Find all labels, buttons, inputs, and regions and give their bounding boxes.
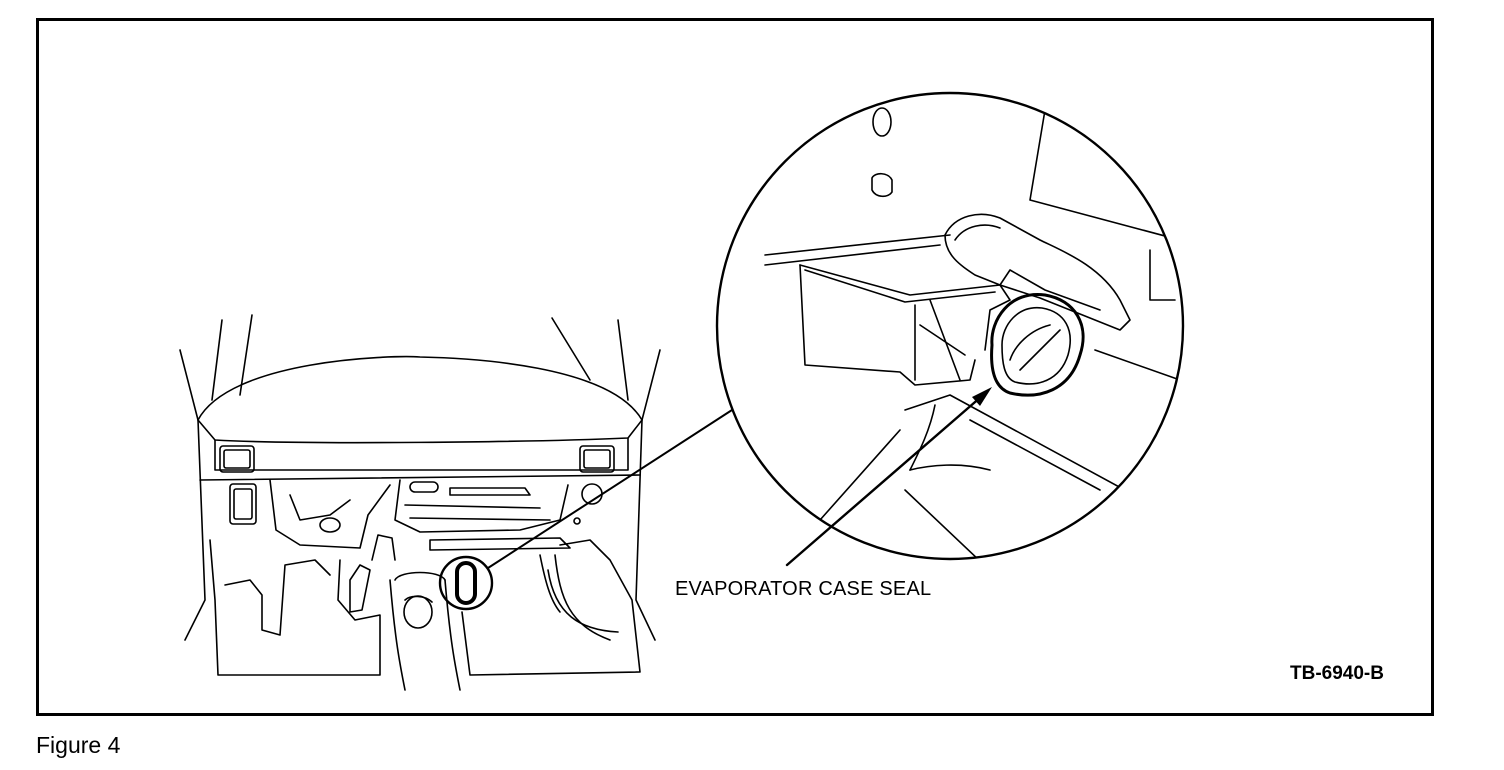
arrow-head-icon — [972, 387, 992, 406]
callout-arrow-line — [785, 394, 984, 567]
detail-view — [715, 91, 1185, 561]
figure-code: TB-6940-B — [1290, 663, 1384, 684]
dashboard-overview — [179, 314, 661, 691]
right-vent — [579, 445, 615, 473]
figure-caption: Figure 4 — [36, 732, 121, 758]
left-vent — [219, 445, 255, 473]
detail-leader-line — [487, 409, 733, 569]
seal-location-marker — [438, 555, 494, 611]
evaporator-case-seal-shape — [990, 293, 1085, 397]
callout-label: EVAPORATOR CASE SEAL — [675, 578, 932, 600]
figure-frame — [36, 18, 1434, 716]
side-vent — [229, 483, 257, 525]
